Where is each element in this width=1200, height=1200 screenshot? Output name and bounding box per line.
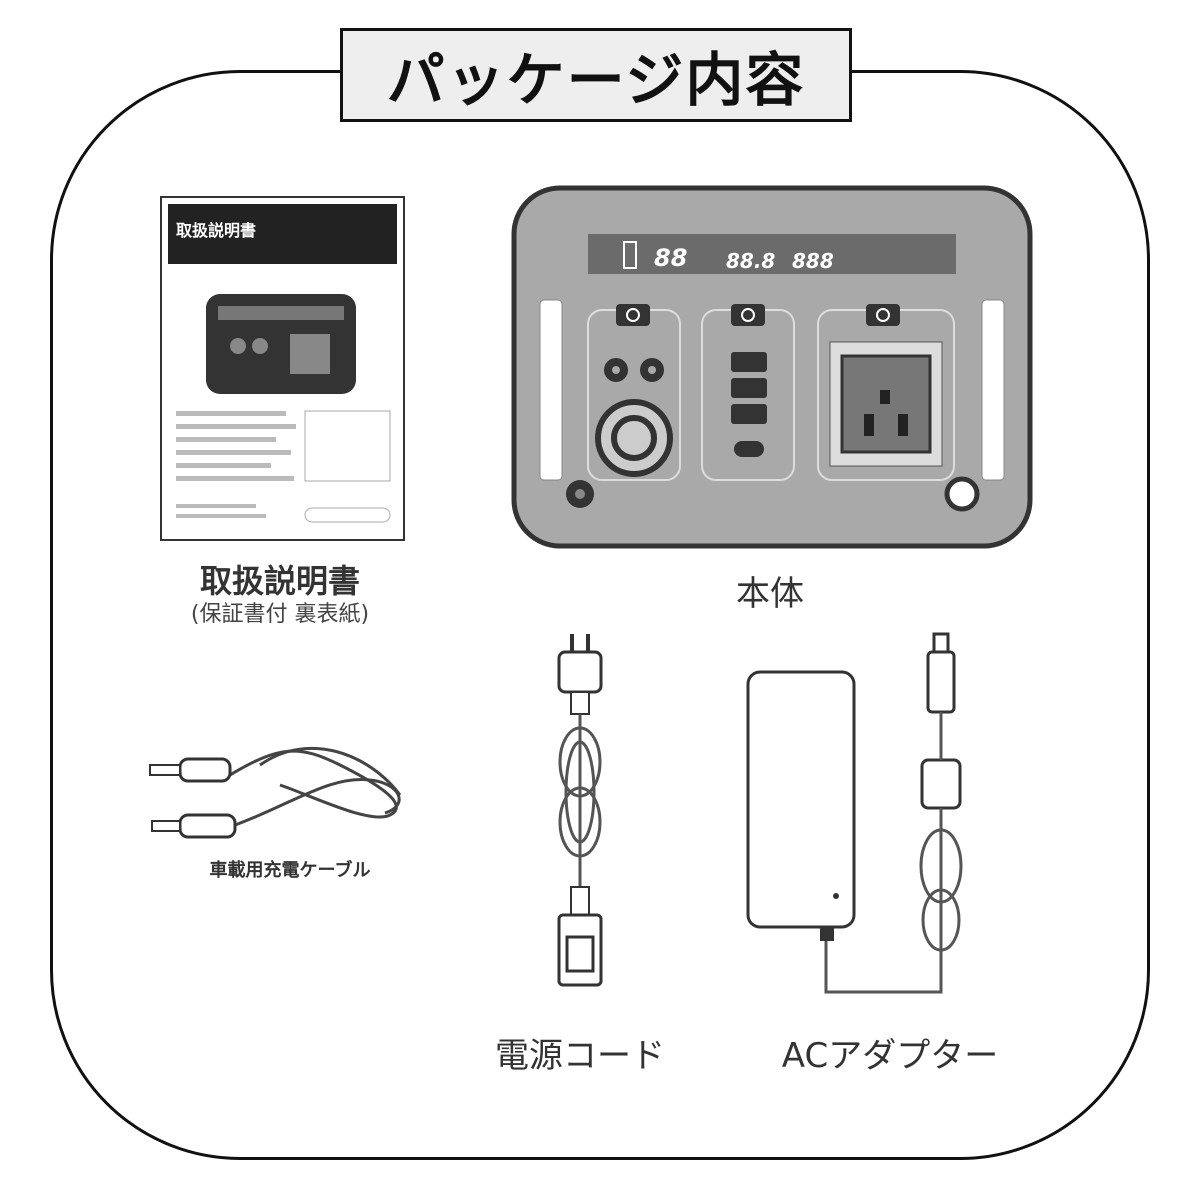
ac-adapter-illustration [746, 632, 963, 994]
car-cable-label: 車載用充電ケーブル [209, 860, 371, 881]
display-digits-3: 888 [792, 249, 834, 273]
display-digits-2: 88.8 [726, 249, 775, 273]
display-digits-1: 88 [654, 244, 687, 272]
manual-illustration: 取扱説明書 [160, 196, 405, 541]
unit-label: 本体 [736, 574, 804, 614]
car-cable-illustration [149, 746, 402, 839]
unit-illustration: 88 88.8 888 [511, 185, 1033, 549]
power-cord-illustration [557, 634, 603, 987]
page-title: パッケージ内容 [340, 28, 852, 122]
manual-cover-title: 取扱説明書 [176, 221, 256, 240]
manual-note: (保証書付 裏表紙) [190, 602, 370, 627]
ac-adapter-label: ACアダプター [781, 1036, 999, 1076]
power-cord-label: 電源コード [495, 1036, 665, 1076]
manual-label: 取扱説明書 [199, 562, 360, 600]
